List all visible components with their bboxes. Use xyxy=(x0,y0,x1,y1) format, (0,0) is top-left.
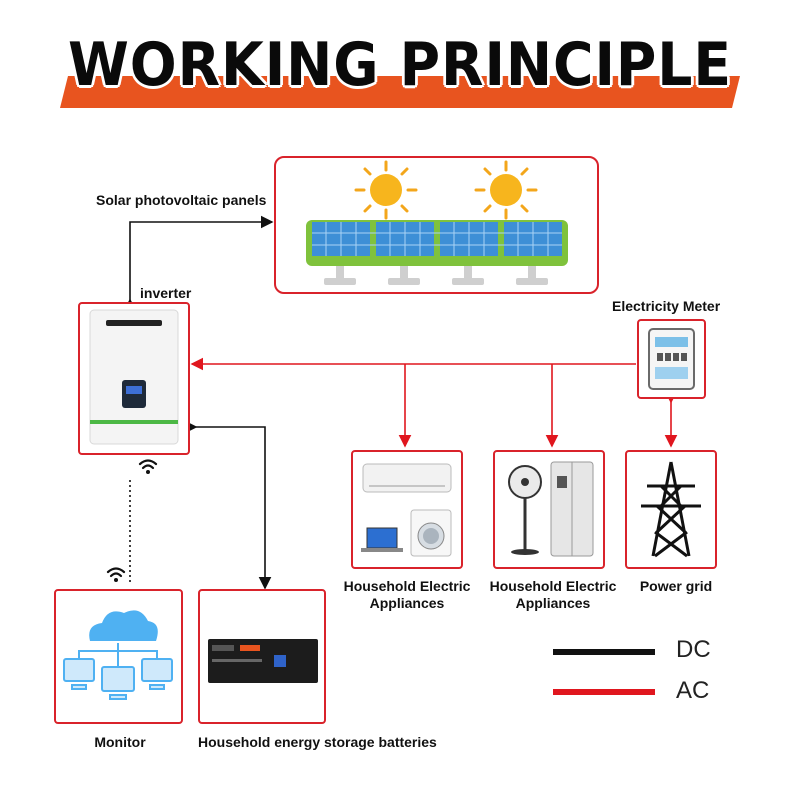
legend-label-dc: DC xyxy=(676,636,711,663)
battery-icon xyxy=(208,639,318,683)
appliances1-label-line1: Household Electric xyxy=(343,578,471,594)
monitor-box xyxy=(54,589,183,724)
air-conditioner-icon xyxy=(362,463,452,493)
inverter-icon xyxy=(89,309,179,445)
power-grid-label: Power grid xyxy=(639,578,713,594)
appliances1-box xyxy=(351,450,463,569)
solar-label: Solar photovoltaic panels xyxy=(96,192,267,208)
washing-machine-icon xyxy=(410,509,452,557)
sun-icon xyxy=(354,160,418,220)
fan-icon xyxy=(508,465,542,555)
solar-panels-box xyxy=(274,156,599,294)
refrigerator-icon xyxy=(550,461,594,557)
sun-icon xyxy=(474,160,538,220)
transmission-tower-icon xyxy=(641,461,701,558)
laptop-icon xyxy=(361,527,403,552)
computer-icon xyxy=(63,658,173,700)
inverter-box xyxy=(78,302,190,455)
meter-box xyxy=(637,319,706,399)
solar-panel-icon xyxy=(306,220,568,285)
wifi-icon xyxy=(138,459,158,474)
dc-line-inverter-battery xyxy=(184,420,272,590)
power-grid-box xyxy=(625,450,717,569)
meter-label: Electricity Meter xyxy=(612,298,721,314)
page-title: WORKING PRINCIPLE xyxy=(67,30,733,100)
meter-icon xyxy=(648,328,695,390)
cloud-icon xyxy=(89,610,158,641)
batteries-box xyxy=(198,589,326,724)
monitor-label: Monitor xyxy=(94,734,146,750)
inverter-label: inverter xyxy=(140,285,192,301)
appliances2-box xyxy=(493,450,605,569)
wifi-icon xyxy=(106,567,126,582)
dc-line-solar-inverter xyxy=(123,215,274,312)
appliances2-label: Household Electric Appliances xyxy=(480,578,626,612)
appliances2-label-line2: Appliances xyxy=(515,595,591,611)
appliances2-label-line1: Household Electric xyxy=(489,578,617,594)
batteries-label: Household energy storage batteries xyxy=(198,734,437,750)
appliances1-label-line2: Appliances xyxy=(369,595,445,611)
appliances1-label: Household Electric Appliances xyxy=(334,578,480,612)
legend-label-ac: AC xyxy=(676,677,710,704)
